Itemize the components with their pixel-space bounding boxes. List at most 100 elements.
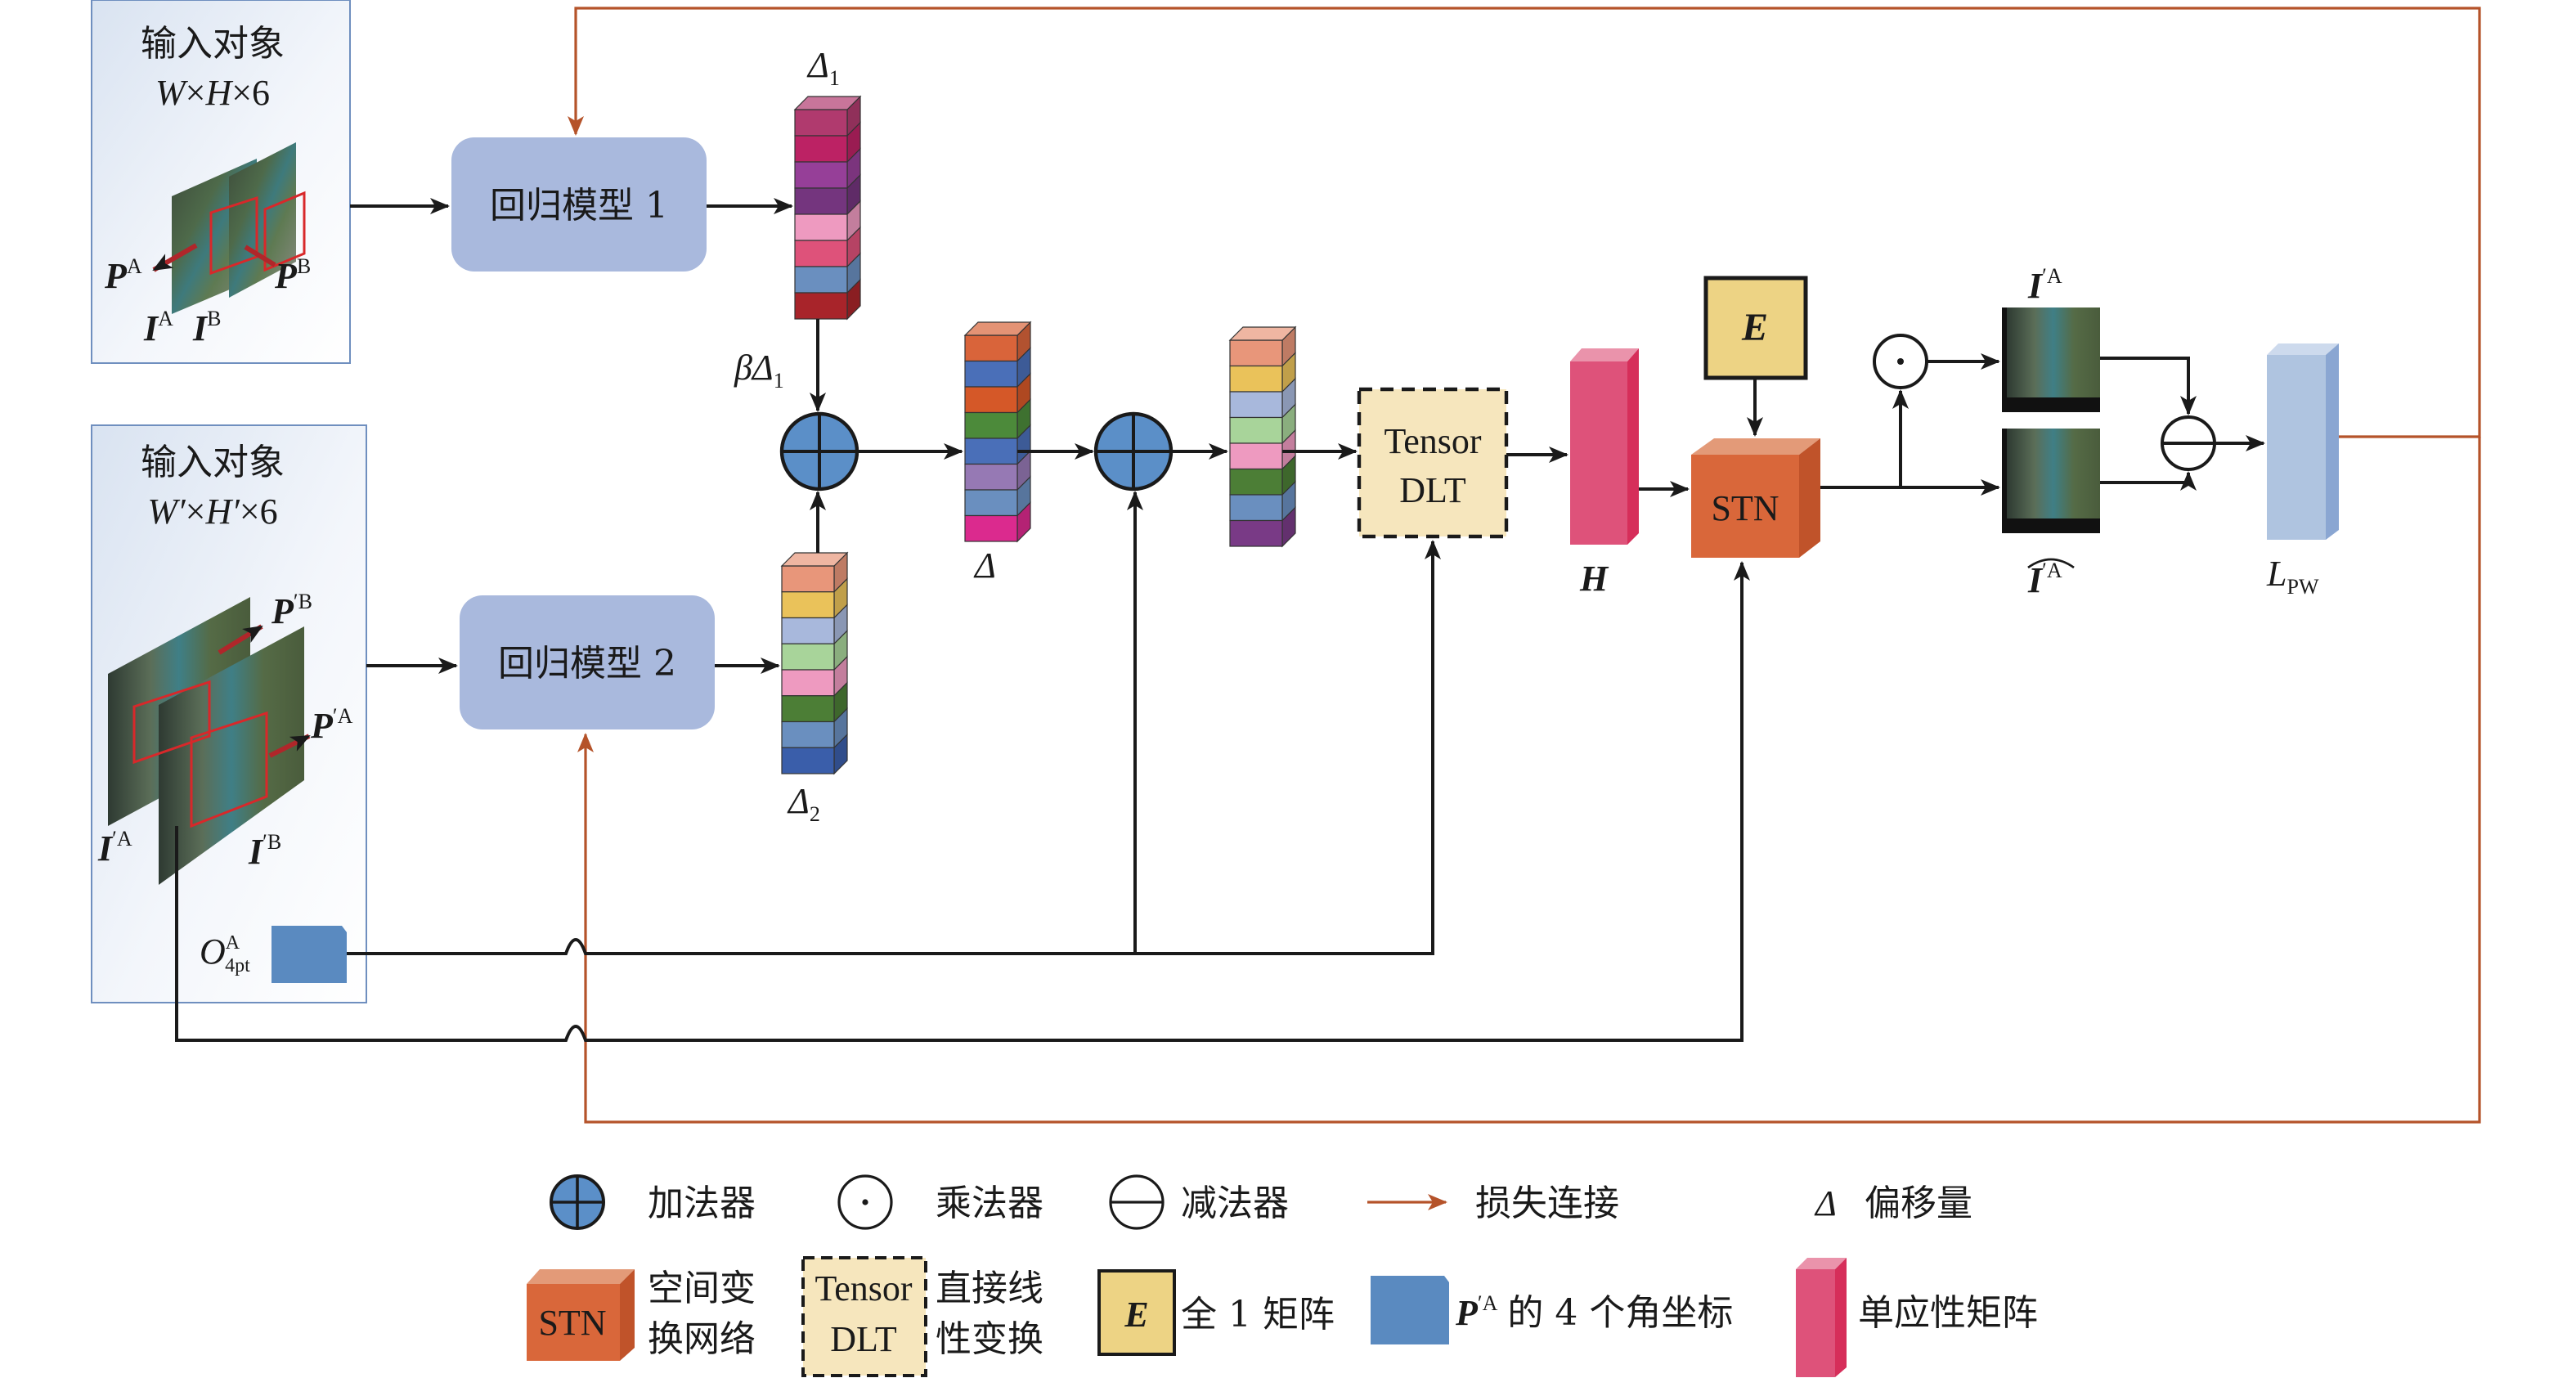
- label-ib-prime: I′B: [248, 830, 281, 872]
- delta-label: Δ: [973, 545, 996, 586]
- stack-cell: [964, 514, 1018, 542]
- homography-icon: [1796, 1269, 1835, 1377]
- stn-box[interactable]: [1691, 455, 1799, 558]
- legend-stn-box-text: STN: [538, 1303, 606, 1343]
- sum-stack: [1228, 325, 1297, 548]
- regression-model-1-box[interactable]: [451, 137, 707, 272]
- stack-cell: [781, 747, 835, 774]
- tensor-dlt-icon: [801, 1256, 927, 1377]
- stack-cell: [794, 292, 848, 320]
- stack-cell: [1229, 442, 1283, 470]
- stack-cell: [1229, 494, 1283, 522]
- loss-link-to-reg2: [577, 437, 2481, 1124]
- stack-cell: [964, 489, 1018, 517]
- stack-cell: [781, 617, 835, 644]
- stack-cell: [781, 565, 835, 593]
- corner-offset-icon: [1371, 1276, 1449, 1344]
- delta1-label: Δ1: [806, 45, 840, 90]
- pa-arrow: [152, 243, 198, 272]
- regression-model-1[interactable]: 回归模型 1: [451, 137, 707, 272]
- pb-prime-arrow: [218, 624, 263, 655]
- legend-subtractor: 减法器: [1109, 1174, 1289, 1230]
- input-1-dims: W×H×6: [155, 73, 270, 113]
- beta-delta1-label: βΔ1: [734, 348, 784, 393]
- regression-model-2[interactable]: 回归模型 2: [460, 595, 715, 729]
- legend-dlt-box-line1: Tensor: [815, 1268, 912, 1308]
- corner-offset-block: [272, 926, 347, 983]
- hat-accent: [2027, 558, 2075, 569]
- patch-a-prime-outline: [132, 680, 211, 765]
- stack-cell: [964, 463, 1018, 491]
- label-pa: PA: [104, 254, 142, 296]
- legend-homography-text: 单应性矩阵: [1858, 1292, 2038, 1334]
- warped-image-label: I′A: [2027, 264, 2062, 306]
- ones-matrix-label: E: [1741, 306, 1768, 349]
- warped-image: I′A: [2002, 264, 2100, 412]
- image-b-prime-thumbnail: [159, 626, 304, 885]
- subtractor: [2161, 415, 2216, 471]
- multiplier: [1873, 334, 1928, 389]
- patch-b-outline: [263, 191, 306, 272]
- stack-cell: [1229, 519, 1283, 547]
- stack-cell: [781, 643, 835, 671]
- stack-cell: [781, 720, 835, 748]
- image-b-thumbnail: [229, 142, 296, 298]
- stack-top-face: [1228, 326, 1297, 341]
- legend-dlt-line2: 性变换: [936, 1318, 1043, 1360]
- legend-adder: 加法器: [550, 1174, 756, 1230]
- legend-tensor-dlt: Tensor DLT 直接线 性变换: [801, 1256, 1043, 1377]
- stn-block[interactable]: STN: [1691, 438, 1820, 558]
- adder-1: [779, 411, 859, 492]
- pb-arrow: [244, 245, 276, 267]
- legend-ones: E 全 1 矩阵: [1097, 1269, 1335, 1356]
- stack-cell: [1229, 339, 1283, 367]
- legend-multiplier: 乘法器: [837, 1174, 1043, 1230]
- arrow-estimated-to-subtractor: [2100, 471, 2197, 491]
- ones-matrix-block: E: [1703, 276, 1808, 380]
- patch-b-prime-outline: [190, 711, 268, 828]
- legend-adder-text: 加法器: [648, 1183, 756, 1224]
- wire-offset-to-dlt: [347, 540, 1441, 955]
- legend-loss-link: 损失连接: [1367, 1183, 1619, 1224]
- tensor-dlt-line2: DLT: [1399, 470, 1466, 510]
- wire-image-to-stn: [175, 561, 1750, 1042]
- homography-label: H: [1579, 559, 1609, 599]
- legend-multiplier-text: 乘法器: [936, 1183, 1043, 1224]
- label-ia-prime: I′A: [97, 827, 132, 869]
- stack-cell: [964, 438, 1018, 465]
- delta2-stack: [780, 551, 849, 775]
- stack-cell: [794, 266, 848, 294]
- legend-offset: Δ 偏移量: [1814, 1183, 1972, 1224]
- input-panel-1: 输入对象 W×H×6 PA PB IA IB: [91, 0, 351, 364]
- stack-cell: [964, 334, 1018, 362]
- label-pa-prime: P′A: [310, 704, 353, 746]
- regression-model-2-box[interactable]: [460, 595, 715, 729]
- delta2-label: Δ2: [787, 781, 820, 826]
- delta-stack: [963, 321, 1032, 543]
- tensor-dlt-block[interactable]: Tensor DLT: [1357, 387, 1509, 539]
- legend-ones-text: 全 1 矩阵: [1181, 1294, 1335, 1335]
- legend-stn-line1: 空间变: [648, 1268, 756, 1309]
- legend-loss-link-text: 损失连接: [1475, 1183, 1619, 1224]
- input-2-title: 输入对象: [141, 442, 285, 483]
- stack-cell: [794, 213, 848, 241]
- stack-top-face: [963, 321, 1032, 336]
- input-2-dims: W′×H′×6: [147, 492, 277, 532]
- label-ia: IA: [143, 307, 173, 348]
- label-pb-prime: P′B: [271, 590, 312, 631]
- offset-symbol-icon: Δ: [1814, 1183, 1837, 1223]
- regression-model-2-label: 回归模型 2: [498, 643, 676, 685]
- delta1-stack: [793, 95, 862, 321]
- input-1-title: 输入对象: [141, 23, 285, 65]
- stack-cell: [794, 161, 848, 189]
- stack-cell: [794, 109, 848, 137]
- estimated-image-label: I′A: [2027, 559, 2062, 600]
- tensor-dlt-box[interactable]: [1357, 387, 1509, 539]
- stack-cell: [964, 360, 1018, 388]
- legend-subtractor-text: 减法器: [1181, 1183, 1289, 1224]
- label-pb: PB: [274, 254, 311, 296]
